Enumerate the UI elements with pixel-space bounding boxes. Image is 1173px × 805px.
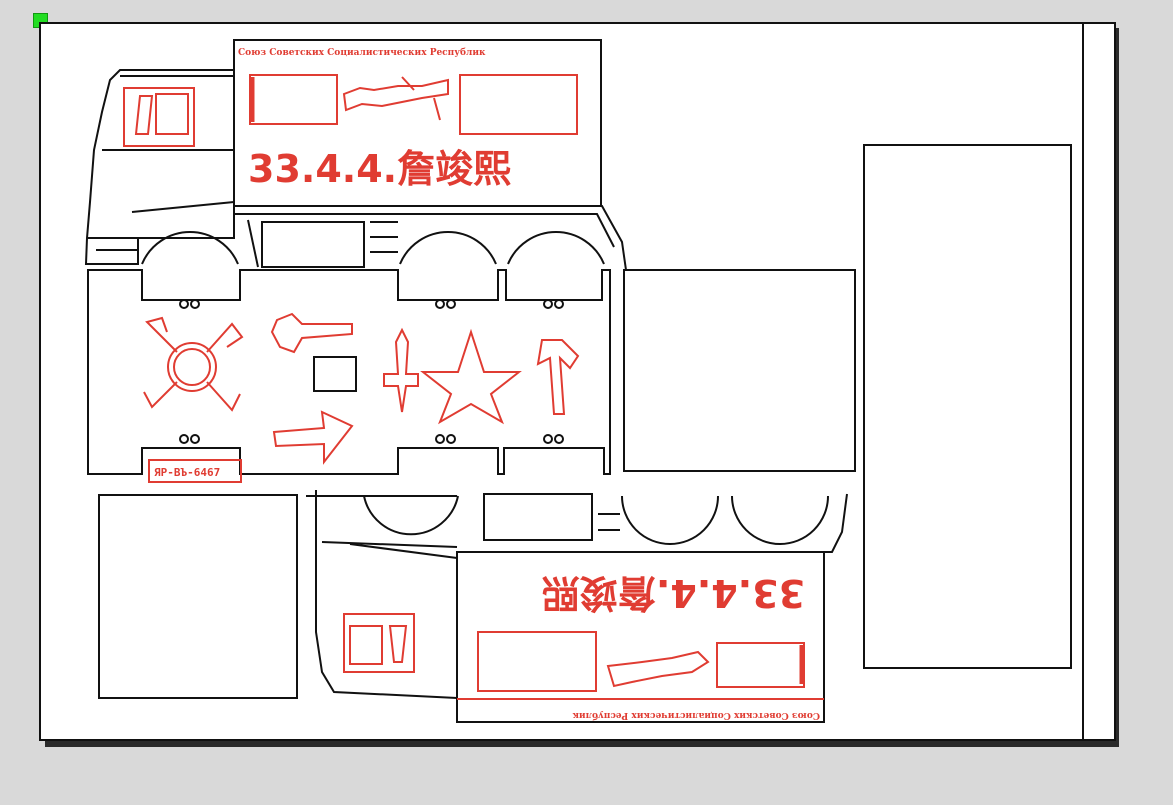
panel-mid-rect[interactable]: [623, 269, 856, 472]
bottom-cab-window[interactable]: [343, 613, 415, 673]
top-frame-right[interactable]: [459, 74, 578, 135]
design-artwork[interactable]: Союз Советских Социалистических Республи…: [41, 24, 1114, 739]
top-frame-left[interactable]: [249, 74, 338, 125]
panel-square[interactable]: [98, 494, 298, 699]
hammer-sickle-icon: [536, 339, 580, 415]
top-cab-window[interactable]: [123, 87, 195, 147]
star-icon: [420, 328, 522, 425]
bottom-banner-text: Союз Советских Социалистических Республи…: [572, 710, 820, 721]
bottom-code-text: 33.4.4.詹竣熙: [542, 571, 805, 615]
license-plate-text: ЯР-ВЪ-6467: [154, 466, 220, 479]
bottom-frame-left[interactable]: [477, 631, 597, 692]
top-banner-text: Союз Советских Социалистических Республи…: [238, 47, 486, 58]
design-page[interactable]: Союз Советских Социалистических Республи…: [39, 22, 1116, 741]
pickaxe-icon: [270, 312, 353, 354]
machine-gun-icon: [342, 78, 449, 112]
bottom-frame-right[interactable]: [716, 642, 805, 688]
ring-arrows-icon: [173, 348, 211, 386]
page-margin-line: [1082, 24, 1084, 739]
sword-icon: [383, 327, 419, 413]
top-truck-outline[interactable]: [84, 39, 627, 475]
top-code-text: 33.4.4.詹竣熙: [248, 147, 511, 191]
bottom-truck-outline[interactable]: [306, 490, 848, 723]
arrow-icon: [272, 410, 354, 465]
license-plate-frame: [148, 459, 242, 483]
panel-tall-rect[interactable]: [863, 144, 1072, 669]
